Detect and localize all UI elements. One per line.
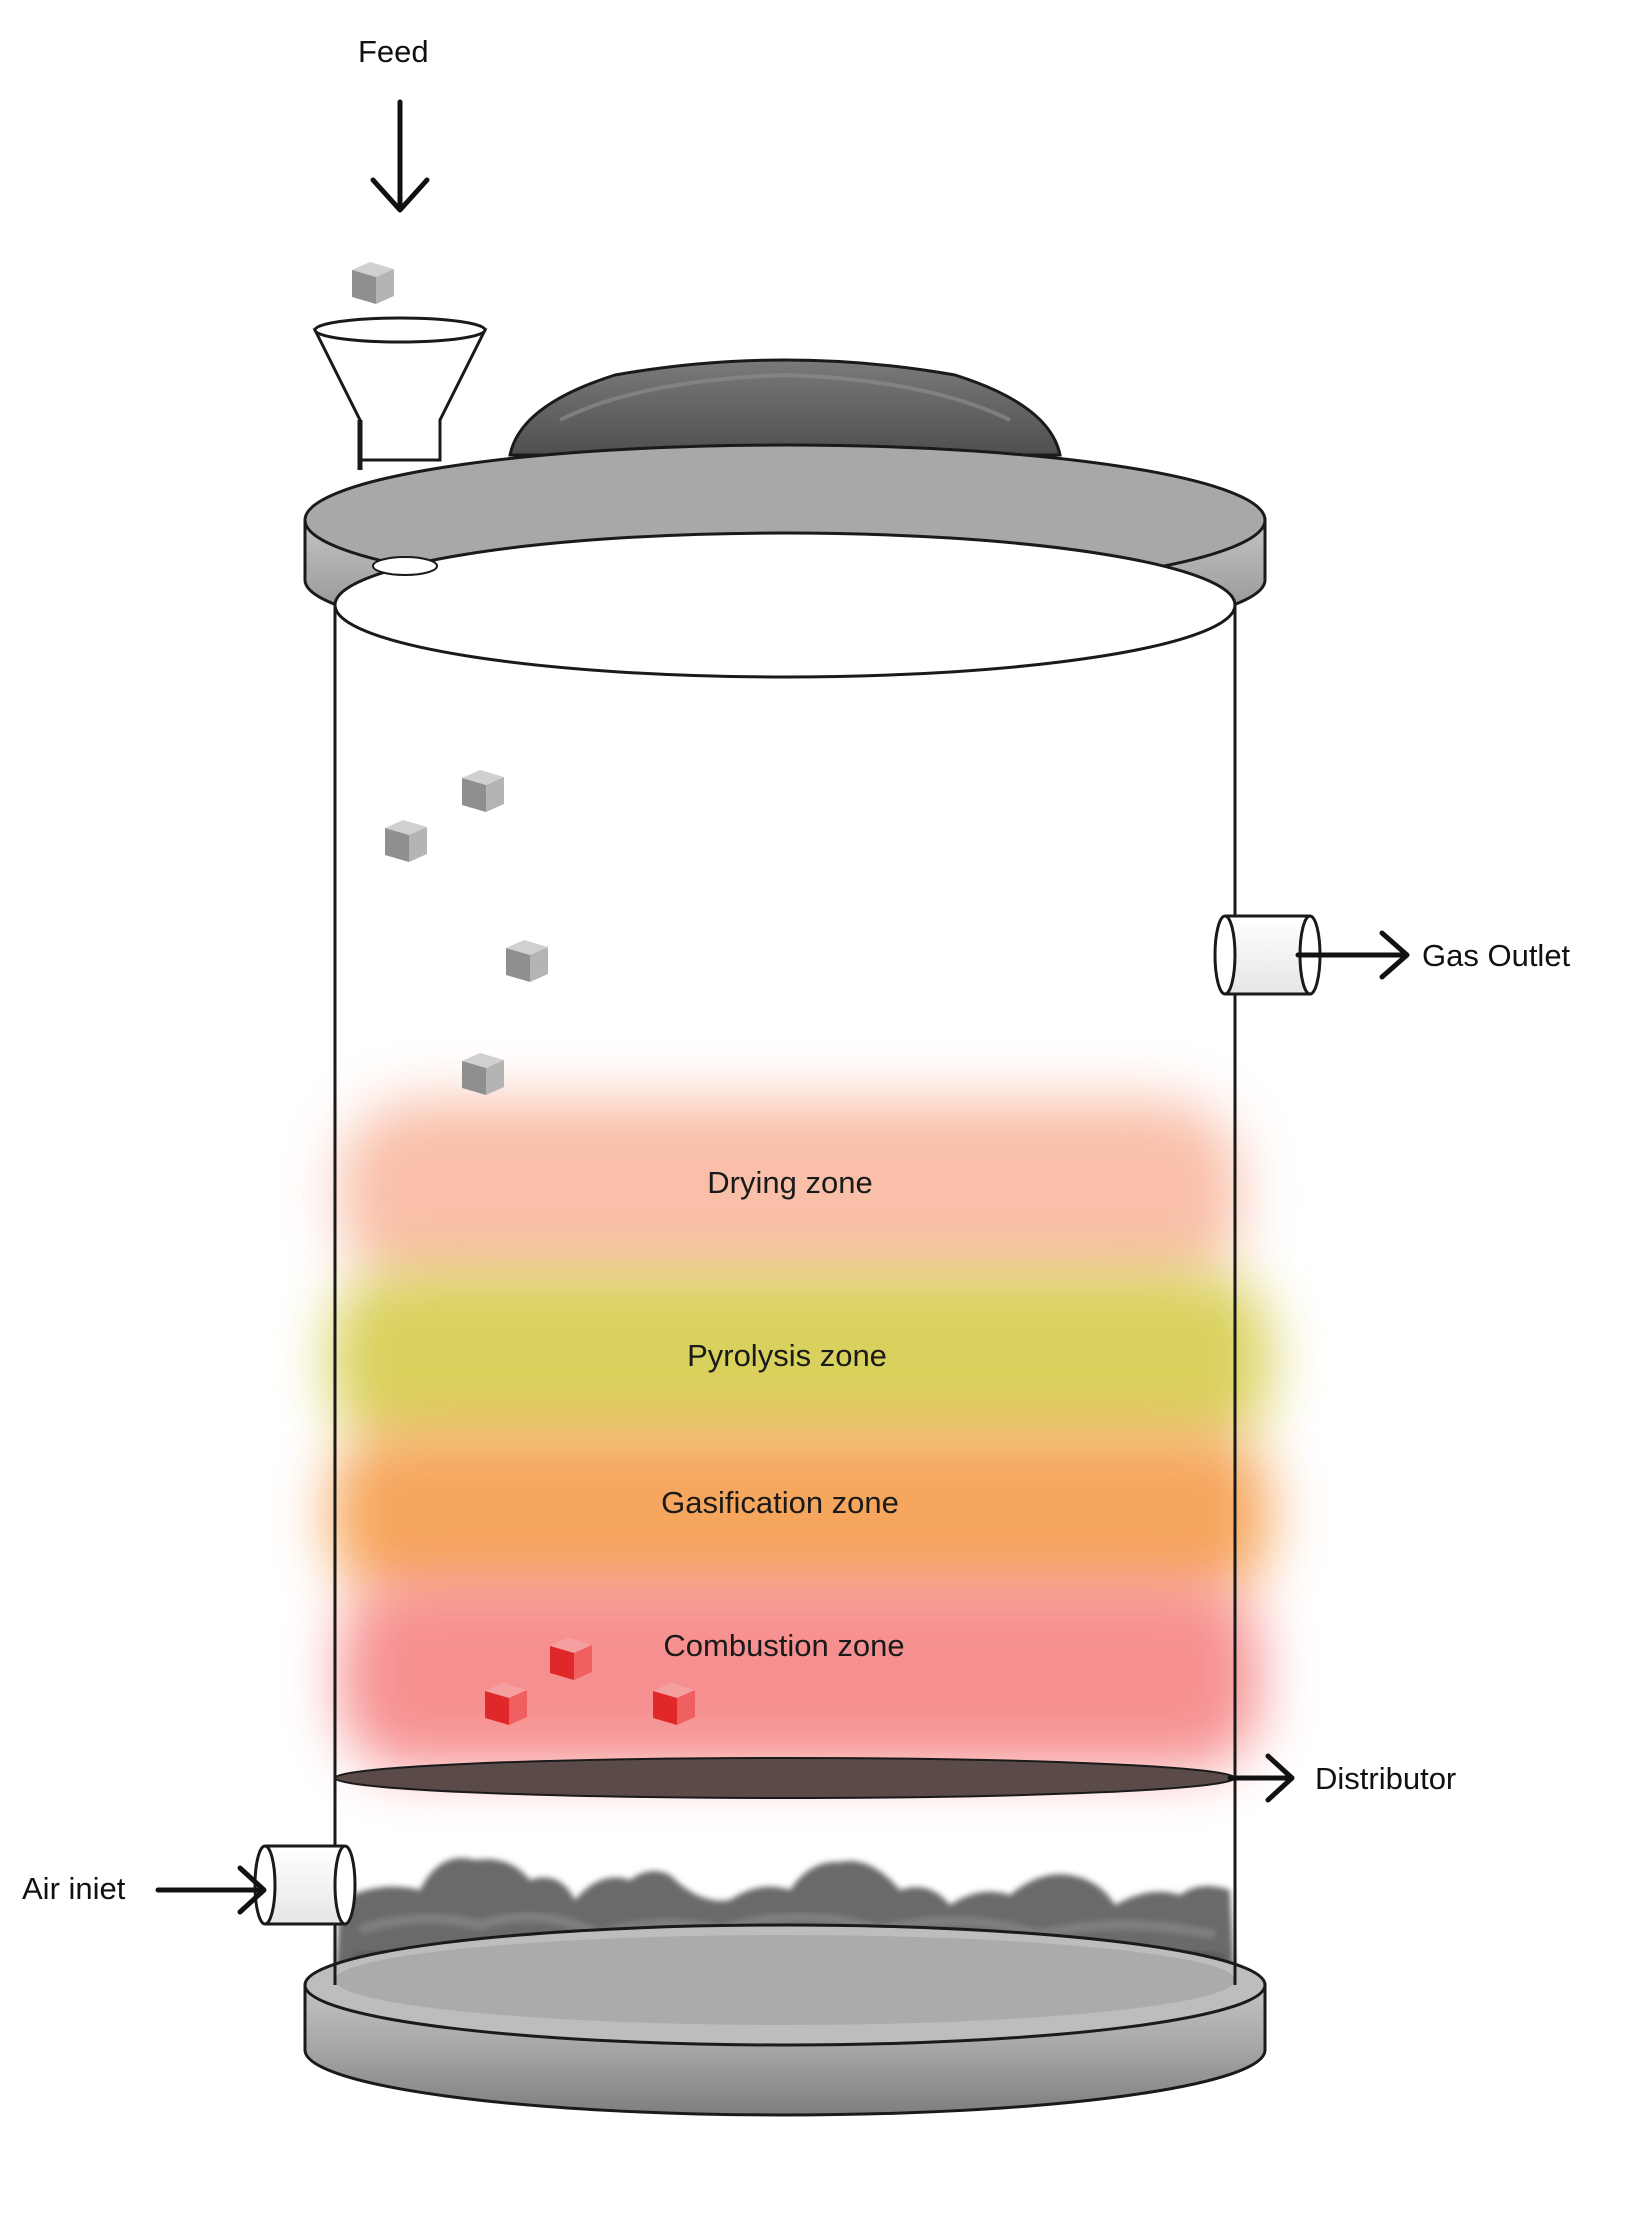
feed-particle-icon [385, 820, 427, 862]
distributor-arrow-icon [1227, 1753, 1295, 1803]
vessel-body [333, 595, 1237, 1985]
drying-zone-band [340, 1100, 1240, 1290]
air-inlet-pipe [253, 1844, 357, 1926]
feed-particle-icon [462, 770, 504, 812]
burning-particle-icon [485, 1683, 527, 1725]
burning-particles [485, 1638, 695, 1725]
distributor-label: Distributor [1315, 1761, 1457, 1796]
feed-particle-icon [462, 1053, 504, 1095]
lid-dome-highlight [559, 372, 1011, 422]
burning-particle-icon [550, 1638, 592, 1680]
zone-label-drying: Drying zone [707, 1165, 873, 1200]
reaction-zones [330, 1100, 1270, 1770]
gas-outlet-arrow-icon [1295, 930, 1410, 980]
hopper-body [312, 328, 488, 462]
feed-particles [352, 262, 548, 1095]
feed-label: Feed [358, 34, 429, 69]
gasification-zone-band [330, 1430, 1270, 1600]
zone-label-gasification: Gasification zone [661, 1485, 899, 1520]
gas-outlet-label: Gas Outlet [1422, 938, 1571, 973]
zone-label-pyrolysis: Pyrolysis zone [687, 1338, 887, 1373]
zone-label-combustion: Combustion zone [663, 1628, 905, 1663]
pyrolysis-zone-band [330, 1270, 1270, 1450]
feed-port [372, 556, 438, 576]
feed-arrow-icon [370, 99, 430, 213]
hopper-mouth [313, 316, 487, 344]
feed-particle-icon [352, 262, 394, 304]
base-plate-inner [335, 1935, 1235, 2025]
feed-particle-icon [506, 940, 548, 982]
base-plate [303, 1923, 1267, 2117]
gas-outlet-pipe [1213, 914, 1322, 996]
hopper-funnel-icon [312, 316, 488, 470]
air-inlet-label: Air iniet [22, 1871, 126, 1906]
burning-particle-icon [653, 1683, 695, 1725]
combustion-zone-band [340, 1580, 1260, 1770]
lid-opening [333, 531, 1237, 679]
vessel-lid [303, 358, 1267, 679]
distributor-plate [334, 1757, 1236, 1799]
lid-dome [508, 358, 1062, 457]
air-inlet-arrow-icon [155, 1865, 267, 1915]
